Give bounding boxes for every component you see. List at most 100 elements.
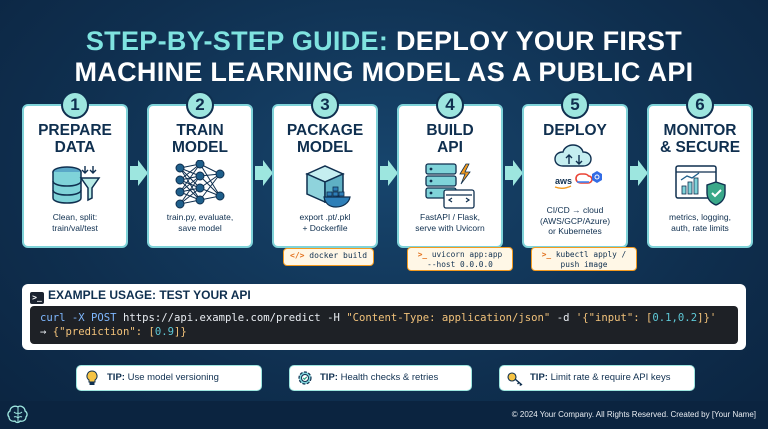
code-resp-open: {"prediction": [ <box>52 326 155 338</box>
step-title-line2: & SECURE <box>659 139 741 156</box>
step-title: TRAIN MODEL <box>149 122 251 156</box>
code-flag: -X POST <box>71 312 117 324</box>
step-card-4: 4 BUILD API FastAPI / Flask, serve with … <box>397 91 503 248</box>
step-desc-line1: metrics, logging, <box>669 212 731 222</box>
code-resp-value: 0.9 <box>154 326 174 338</box>
step-desc-line2: save model <box>178 222 222 233</box>
step-title-line2: API <box>437 139 463 156</box>
step-description: train.py, evaluate, save model <box>151 212 249 233</box>
command-text: docker build <box>309 251 368 260</box>
step-title-line2: MODEL <box>297 139 353 156</box>
step-number-badge: 4 <box>436 91 464 119</box>
step-description: export .pt/.pkl + Dockerfile <box>276 212 374 233</box>
code-resp-close: ]} <box>173 326 187 338</box>
database-funnel-icon <box>52 166 101 204</box>
title-highlight: STEP-BY-STEP GUIDE: <box>85 26 389 56</box>
step-desc-line1: CI/CD → cloud <box>546 205 604 215</box>
step-description: Clean, split: train/val/test <box>26 212 124 233</box>
brain-logo-icon <box>7 405 28 424</box>
step-title-line2: DATA <box>54 139 96 156</box>
step-title-line2: MODEL <box>172 139 228 156</box>
terminal-icon: >_ <box>30 292 44 304</box>
arrow-right-icon <box>130 160 148 186</box>
command-chip-docker-build: </> docker build <box>283 248 375 266</box>
code-curl: curl <box>40 312 66 324</box>
tip-text: Limit rate & require API keys <box>550 372 671 383</box>
step-desc-line1: Clean, split: <box>52 212 98 222</box>
code-block[interactable]: curl -X POST https://api.example.com/pre… <box>30 306 738 344</box>
title-line1-rest: DEPLOY YOUR FIRST <box>395 26 683 56</box>
command-line1: uvicorn app:app <box>431 250 503 259</box>
step-title: DEPLOY <box>524 122 626 139</box>
step-description: metrics, logging, auth, rate limits <box>651 212 749 233</box>
lightbulb-icon <box>86 370 98 385</box>
command-chip-uvicorn: >_ uvicorn app:app --host 0.0.0.0 <box>407 247 513 271</box>
step-card-1: 1 PREPARE DATA Clean, split: train/val/t… <box>22 91 128 248</box>
step-card-3: 3 PACKAGE MODEL export .pt/.pkl + Docker… <box>272 91 378 248</box>
api-server-icon <box>425 163 475 209</box>
title-line2: MACHINE LEARNING MODEL AS A PUBLIC API <box>74 57 694 87</box>
step-desc-line2: train/val/test <box>52 222 98 233</box>
code-flag: -d <box>556 312 570 324</box>
step-desc-line1: export .pt/.pkl <box>299 212 351 222</box>
code-header: "Content-Type: application/json" <box>346 312 551 324</box>
step-title-line1: TRAIN <box>176 122 224 139</box>
command-chip-kubectl: >_ kubectl apply / push image <box>531 247 637 271</box>
key-icon <box>507 372 523 386</box>
tip-text: Health checks & retries <box>340 372 439 383</box>
step-card-2: 2 TRAIN MODEL train.py, evaluate, save m… <box>147 91 253 248</box>
gear-check-icon <box>298 371 312 385</box>
tip-label: TIP: <box>530 372 548 383</box>
step-title-line1: DEPLOY <box>543 122 607 139</box>
step-card-5: 5 DEPLOY aws CI/CD → cloud (AWS/GCP/Azur… <box>522 91 628 248</box>
step-desc-line2: auth, rate limits <box>671 222 729 233</box>
step-title-line1: BUILD <box>426 122 474 139</box>
code-prefix-icon: </> <box>290 251 305 260</box>
usage-title: EXAMPLE USAGE: TEST YOUR API <box>48 288 251 302</box>
dashboard-shield-icon <box>675 165 726 206</box>
example-usage-panel: >_ EXAMPLE USAGE: TEST YOUR API curl -X P… <box>22 284 746 350</box>
step-title: PREPARE DATA <box>24 122 126 156</box>
step-title: BUILD API <box>399 122 501 156</box>
arrow-right-icon <box>380 160 398 186</box>
footer-copyright: © 2024 Your Company. All Rights Reserved… <box>511 410 756 419</box>
command-line2: push image <box>560 259 608 269</box>
code-body-open: '{"input": [ <box>575 312 653 324</box>
command-line2: --host 0.0.0.0 <box>427 259 493 269</box>
tip-text: Use model versioning <box>127 372 219 383</box>
arrow-right-icon <box>630 160 648 186</box>
tip-versioning: TIP: Use model versioning <box>76 365 262 391</box>
arrow-right-icon <box>505 160 523 186</box>
step-number-badge: 6 <box>686 91 714 119</box>
step-number-badge: 2 <box>186 91 214 119</box>
tip-rate-limit: TIP: Limit rate & require API keys <box>499 365 695 391</box>
step-desc-line2: (AWS/GCP/Azure) <box>539 215 611 226</box>
aws-label: aws <box>555 176 572 186</box>
tip-label: TIP: <box>320 372 338 383</box>
step-number-badge: 5 <box>561 91 589 119</box>
step-description: FastAPI / Flask, serve with Uvicorn <box>401 212 499 233</box>
page-title: STEP-BY-STEP GUIDE: DEPLOY YOUR FIRST MA… <box>0 26 768 88</box>
step-title-line1: MONITOR <box>663 122 737 139</box>
step-number-badge: 3 <box>311 91 339 119</box>
step-title: PACKAGE MODEL <box>274 122 376 156</box>
code-line-request: curl -X POST https://api.example.com/pre… <box>40 311 728 325</box>
step-desc-line2: + Dockerfile <box>302 222 348 233</box>
code-flag: -H <box>327 312 340 324</box>
step-desc-line2: serve with Uvicorn <box>415 222 485 233</box>
tip-label: TIP: <box>107 372 125 383</box>
terminal-prefix-icon: >_ <box>541 250 552 259</box>
step-desc-line3: or Kubernetes <box>548 226 602 236</box>
code-line-response: → {"prediction": [0.9]} <box>40 325 728 339</box>
cloud-deploy-icon: aws <box>554 144 602 189</box>
code-url: https://api.example.com/predict <box>122 312 321 324</box>
footer-bar <box>0 401 768 429</box>
tip-health-checks: TIP: Health checks & retries <box>289 365 472 391</box>
step-number-badge: 1 <box>61 91 89 119</box>
response-arrow-icon: → <box>40 326 47 338</box>
command-line1: kubectl apply / <box>555 250 627 259</box>
step-card-6: 6 MONITOR & SECURE metrics, logging, aut… <box>647 91 753 248</box>
step-desc-line1: FastAPI / Flask, <box>420 212 480 222</box>
step-desc-line1: train.py, evaluate, <box>166 212 234 222</box>
step-title-line1: PREPARE <box>38 122 112 139</box>
